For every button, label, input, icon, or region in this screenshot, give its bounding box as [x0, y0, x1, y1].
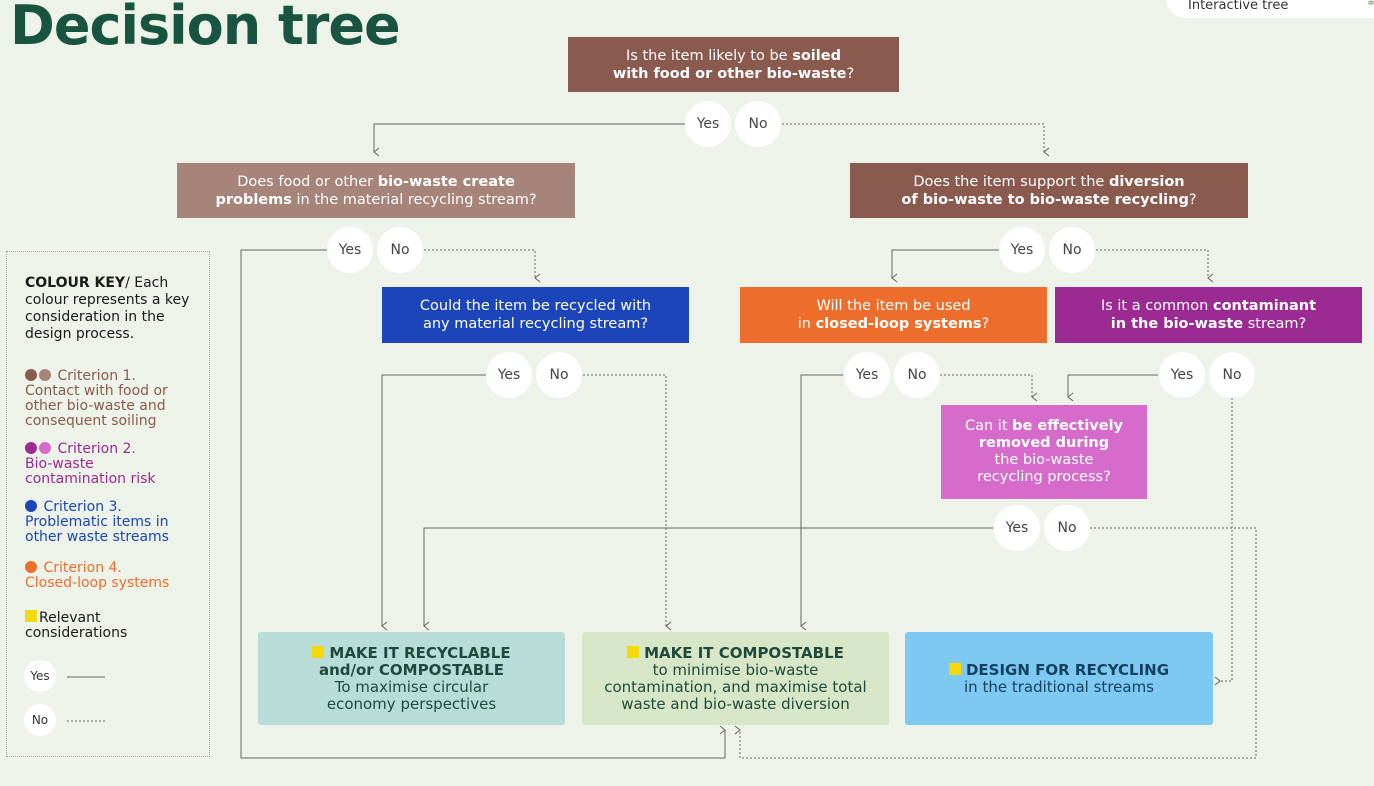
q1-yes-line	[373, 123, 685, 157]
q5-no-line	[940, 374, 1038, 402]
q5-no-pill[interactable]: No	[894, 352, 940, 398]
question-soiled[interactable]: Is the item likely to be soiled with foo…	[568, 37, 899, 92]
criterion-4-dot-icon	[25, 561, 37, 573]
key-no-pill: No	[24, 704, 56, 736]
q2-yes-line	[240, 249, 726, 759]
outcome-compostable[interactable]: MAKE IT COMPOSTABLE to minimise bio-wast…	[582, 632, 889, 725]
key-criterion-2: Criterion 2.Bio-waste contamination risk	[25, 441, 156, 487]
key-criterion-1: Criterion 1.Contact with food or other b…	[25, 368, 168, 429]
key-yes-pill: Yes	[24, 660, 56, 692]
relevant-square-icon	[312, 645, 325, 658]
q1-no-pill[interactable]: No	[735, 101, 781, 147]
q2-yes-pill[interactable]: Yes	[327, 227, 373, 273]
key-relevant: Relevant considerations	[25, 610, 128, 641]
q2-no-line	[424, 249, 541, 283]
q4-yes-line	[381, 374, 486, 631]
criterion-1-light-dot-icon	[39, 369, 51, 381]
outcome-recyclable[interactable]: MAKE IT RECYCLABLE and/or COMPOSTABLE To…	[258, 632, 565, 725]
q1-no-line	[782, 123, 1050, 157]
criterion-2-light-dot-icon	[39, 442, 51, 454]
question-recycled[interactable]: Could the item be recycled with any mate…	[382, 287, 689, 343]
q6-yes-pill[interactable]: Yes	[1159, 352, 1205, 398]
question-removed[interactable]: Can it be effectively removed during the…	[941, 405, 1147, 499]
q7-no-pill[interactable]: No	[1044, 505, 1090, 551]
q5-yes-line	[800, 374, 843, 631]
page-title: Decision tree	[10, 0, 401, 57]
q4-no-line	[583, 374, 672, 631]
q1-yes-pill[interactable]: Yes	[685, 101, 731, 147]
q7-yes-pill[interactable]: Yes	[994, 505, 1040, 551]
question-closed-loop[interactable]: Will the item be used in closed-loop sys…	[740, 287, 1047, 343]
key-yes-line	[67, 676, 105, 678]
q7-yes-line	[423, 527, 993, 631]
criterion-2-dot-icon	[25, 442, 37, 454]
q6-no-line	[1214, 398, 1233, 686]
q4-yes-pill[interactable]: Yes	[486, 352, 532, 398]
question-biowaste-problems[interactable]: Does food or other bio-waste create prob…	[177, 163, 575, 218]
question-contaminant[interactable]: Is it a common contaminant in the bio-wa…	[1055, 287, 1362, 343]
key-criterion-3: Criterion 3.Problematic items in other w…	[25, 499, 169, 545]
criterion-1-dot-icon	[25, 369, 37, 381]
question-diversion[interactable]: Does the item support the diversion of b…	[850, 163, 1248, 218]
q3-yes-pill[interactable]: Yes	[999, 227, 1045, 273]
key-criterion-4: Criterion 4.Closed-loop systems	[25, 560, 170, 591]
q3-no-pill[interactable]: No	[1049, 227, 1095, 273]
key-no-line	[67, 720, 105, 722]
q3-yes-line	[891, 249, 999, 283]
q7-no-line	[734, 527, 1257, 759]
q3-no-line	[1096, 249, 1214, 283]
q6-yes-line	[1067, 374, 1158, 402]
q2-no-pill[interactable]: No	[377, 227, 423, 273]
colour-key: COLOUR KEY/ Each colour represents a key…	[6, 251, 210, 757]
link-icon: ⚭	[1366, 0, 1374, 10]
q4-no-pill[interactable]: No	[536, 352, 582, 398]
interactive-tree-tab[interactable]: Interactive tree ⚭	[1166, 0, 1374, 18]
criterion-3-dot-icon	[25, 500, 37, 512]
relevant-square-icon	[948, 662, 961, 675]
q6-no-pill[interactable]: No	[1209, 352, 1255, 398]
outcome-design-for-recycling[interactable]: DESIGN FOR RECYCLING in the traditional …	[905, 632, 1213, 725]
tab-label: Interactive tree	[1188, 0, 1289, 13]
relevant-square-icon	[25, 610, 37, 622]
q5-yes-pill[interactable]: Yes	[844, 352, 890, 398]
key-intro: COLOUR KEY/ Each colour represents a key…	[25, 275, 190, 342]
relevant-square-icon	[627, 645, 640, 658]
